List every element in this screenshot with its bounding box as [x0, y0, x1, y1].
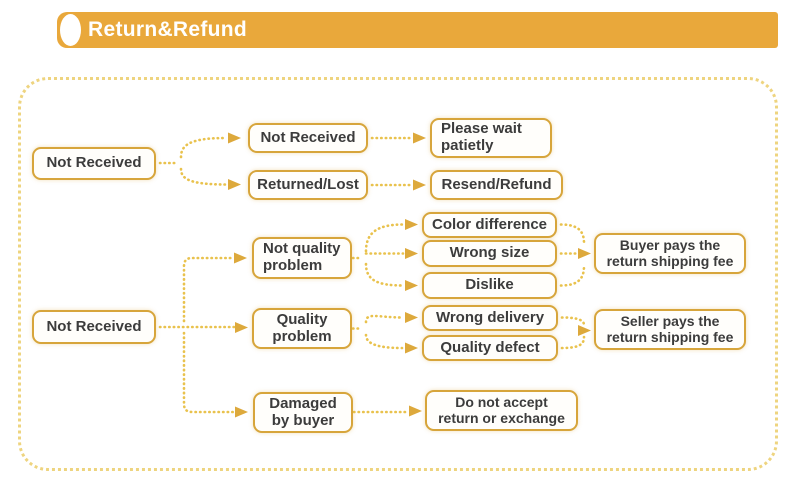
ribbon-notch — [60, 14, 81, 46]
node-resend-refund: Resend/Refund — [430, 170, 563, 200]
node-quality-problem: Quality problem — [252, 308, 352, 349]
node-not-quality-problem: Not quality problem — [252, 237, 352, 279]
node-not-received-root1: Not Received — [32, 147, 156, 180]
node-seller-pays: Seller pays the return shipping fee — [594, 309, 746, 350]
node-not-received-sub: Not Received — [248, 123, 368, 153]
node-damaged-by-buyer: Damaged by buyer — [253, 392, 353, 433]
node-color-difference: Color difference — [422, 212, 557, 238]
node-please-wait: Please wait patietly — [430, 118, 552, 158]
node-quality-defect: Quality defect — [422, 335, 558, 361]
flowchart-container — [18, 77, 778, 471]
node-dislike: Dislike — [422, 272, 557, 299]
node-wrong-delivery: Wrong delivery — [422, 305, 558, 331]
banner-title: Return&Refund — [88, 18, 248, 41]
node-buyer-pays: Buyer pays the return shipping fee — [594, 233, 746, 274]
node-wrong-size: Wrong size — [422, 240, 557, 267]
node-returned-lost: Returned/Lost — [248, 170, 368, 200]
header-banner: Return&Refund — [57, 12, 778, 48]
node-do-not-accept: Do not accept return or exchange — [425, 390, 578, 431]
node-not-received-root2: Not Received — [32, 310, 156, 344]
